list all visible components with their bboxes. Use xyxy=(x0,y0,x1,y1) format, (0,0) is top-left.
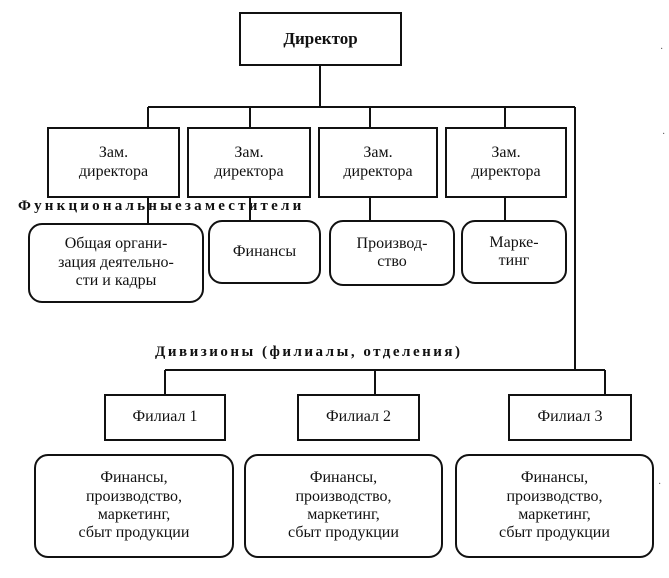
branch-function-box-3: Финансы, производство, маркетинг, сбыт п… xyxy=(455,454,654,558)
branch-function-label: Финансы, производство, маркетинг, сбыт п… xyxy=(78,469,190,542)
branch-function-label: Финансы, производство, маркетинг, сбыт п… xyxy=(288,469,399,542)
deputy-label: Зам. директора xyxy=(214,144,284,180)
branch-label: Филиал 2 xyxy=(326,408,391,426)
function-box-general: Общая органи- зация деятельно- сти и кад… xyxy=(28,223,204,303)
branch-function-box-2: Финансы, производство, маркетинг, сбыт п… xyxy=(244,454,443,558)
branch-label: Филиал 1 xyxy=(132,408,198,426)
function-label: Марке- тинг xyxy=(489,233,539,269)
functional-caption: Функциональныезаместители xyxy=(18,198,305,214)
director-box: Директор xyxy=(239,12,402,66)
function-box-finance: Финансы xyxy=(208,220,321,284)
scan-speckle: · xyxy=(660,44,664,55)
branch-function-label: Финансы, производство, маркетинг, сбыт п… xyxy=(499,469,610,542)
deputy-label: Зам. директора xyxy=(471,144,541,180)
deputy-box-3: Зам. директора xyxy=(318,127,438,198)
branch-label: Филиал 3 xyxy=(537,408,603,426)
function-box-production: Производ- ство xyxy=(329,220,455,286)
function-label: Производ- ство xyxy=(356,234,428,270)
deputy-label: Зам. директора xyxy=(78,144,149,180)
branch-box-3: Филиал 3 xyxy=(508,394,632,441)
branch-function-box-1: Финансы, производство, маркетинг, сбыт п… xyxy=(34,454,234,558)
deputy-box-2: Зам. директора xyxy=(187,127,311,198)
function-label: Общая органи- зация деятельно- сти и кад… xyxy=(58,235,174,290)
deputy-label: Зам. директора xyxy=(343,144,413,180)
branch-box-1: Филиал 1 xyxy=(104,394,226,441)
function-label: Финансы xyxy=(232,242,297,260)
scan-speckle: · xyxy=(658,479,662,490)
deputy-box-1: Зам. директора xyxy=(47,127,180,198)
scan-speckle: · xyxy=(662,129,666,140)
divisions-caption: Дивизионы (филиалы, отделения) xyxy=(155,344,463,360)
director-label: Директор xyxy=(283,29,358,49)
deputy-box-4: Зам. директора xyxy=(445,127,567,198)
branch-box-2: Филиал 2 xyxy=(297,394,420,441)
function-box-marketing: Марке- тинг xyxy=(461,220,567,284)
